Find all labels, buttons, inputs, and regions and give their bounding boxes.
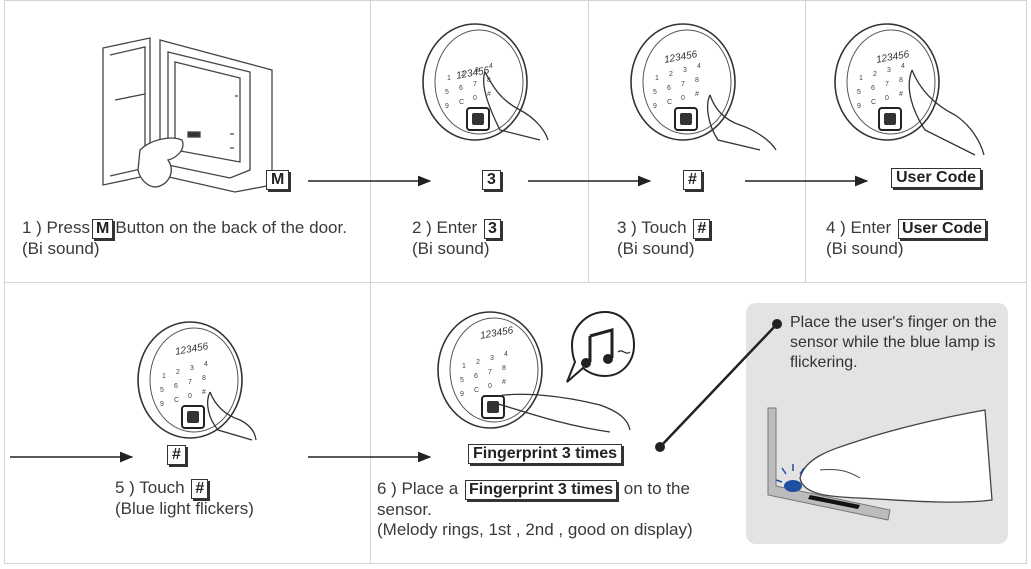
keypad-key-label: 8 <box>502 365 506 372</box>
keypad-illustration-6 <box>437 311 631 433</box>
keypad-key-label: 4 <box>489 63 493 70</box>
music-note-icon <box>566 310 636 383</box>
col-divider-3 <box>805 0 806 282</box>
keypad-key-label: 1 <box>655 75 659 82</box>
finger-sensor-illustration <box>767 407 993 521</box>
callout-key-3: 3 <box>482 170 501 190</box>
keypad-key-label: # <box>899 91 903 98</box>
keypad-key-label: 7 <box>488 369 492 376</box>
keypad-key-label: 8 <box>487 77 491 84</box>
keypad-key-label: 3 <box>887 67 891 74</box>
step-5-text: 5 ) Touch # (Blue light flickers) <box>115 478 254 518</box>
keypad-key-label: 4 <box>504 351 508 358</box>
keypad-key-label: C <box>474 387 479 394</box>
keypad-key-label: 3 <box>490 355 494 362</box>
keypad-key-label: C <box>871 99 876 106</box>
keypad-key-label: # <box>695 91 699 98</box>
keypad-key-label: C <box>459 99 464 106</box>
keypad-key-label: 4 <box>901 63 905 70</box>
keypad-key-label: 6 <box>174 383 178 390</box>
keypad-key-label: 5 <box>857 89 861 96</box>
keypad-key-label: 7 <box>188 379 192 386</box>
keypad-key-label: 8 <box>202 375 206 382</box>
keypad-key-label: 1 <box>859 75 863 82</box>
keypad-key-label: # <box>487 91 491 98</box>
keypad-key-label: 5 <box>445 89 449 96</box>
keypad-key-label: C <box>667 99 672 106</box>
keypad-key-label: 0 <box>473 95 477 102</box>
keypad-key-label: 7 <box>681 81 685 88</box>
keypad-key-label: 2 <box>476 359 480 366</box>
step-2-text: 2 ) Enter 3 (Bi sound) <box>412 218 503 259</box>
keypad-key-label: 0 <box>188 393 192 400</box>
keypad-key-label: 1 <box>162 373 166 380</box>
step-3-text: 3 ) Touch # (Bi sound) <box>617 218 712 259</box>
keypad-key-label: 9 <box>160 401 164 408</box>
keypad-key-label: 9 <box>460 391 464 398</box>
keypad-key-label: 6 <box>474 373 478 380</box>
keypad-key-label: 1 <box>462 363 466 370</box>
keypad-key-label: 8 <box>695 77 699 84</box>
keypad-key-label: 6 <box>459 85 463 92</box>
keypad-key-label: 4 <box>204 361 208 368</box>
keypad-key-label: 1 <box>447 75 451 82</box>
keypad-key-label: 0 <box>885 95 889 102</box>
keypad-key-label: 6 <box>871 85 875 92</box>
step-4-text: 4 ) Enter User Code (Bi sound) <box>826 218 988 259</box>
tip-pointer-line <box>659 323 778 448</box>
step-6-text: 6 ) Place a Fingerprint 3 times on to th… <box>377 479 693 539</box>
keypad-key-label: 3 <box>683 67 687 74</box>
keypad-key-label: 8 <box>899 77 903 84</box>
keypad-key-label: 7 <box>885 81 889 88</box>
keypad-key-label: 5 <box>653 89 657 96</box>
border-top <box>4 0 1027 1</box>
keypad-key-label: 9 <box>653 103 657 110</box>
keypad-key-label: 2 <box>176 369 180 376</box>
border-bottom <box>4 563 1027 564</box>
callout-key-hash: # <box>683 170 702 190</box>
col-divider-2 <box>588 0 589 282</box>
keypad-key-label: 9 <box>445 103 449 110</box>
keypad-key-label: 5 <box>160 387 164 394</box>
tip-text: Place the user's finger on the sensor wh… <box>790 314 997 371</box>
row-divider <box>4 282 1027 283</box>
callout-key-hash-5: # <box>167 445 186 465</box>
callout-key-fingerprint: Fingerprint 3 times <box>468 444 623 464</box>
keypad-key-label: 6 <box>667 85 671 92</box>
safe-door-illustration <box>102 37 273 193</box>
keypad-illustration-5 <box>137 321 257 441</box>
keypad-key-label: 4 <box>697 63 701 70</box>
keypad-key-label: 7 <box>473 81 477 88</box>
keypad-key-label: 9 <box>857 103 861 110</box>
keypad-illustration-2 <box>422 23 549 141</box>
keypad-key-label: 3 <box>475 67 479 74</box>
keypad-key-label: 5 <box>460 377 464 384</box>
keypad-key-label: # <box>202 389 206 396</box>
keypad-key-label: C <box>174 397 179 404</box>
keypad-key-label: # <box>502 379 506 386</box>
keypad-key-label: 3 <box>190 365 194 372</box>
callout-key-usercode: User Code <box>891 168 982 188</box>
keypad-key-label: 2 <box>461 71 465 78</box>
callout-key-m: M <box>266 170 290 190</box>
col-divider-1 <box>370 0 371 564</box>
keypad-illustration-4 <box>834 23 985 156</box>
keypad-key-label: 0 <box>681 95 685 102</box>
keypad-illustration-3 <box>630 23 777 151</box>
keypad-key-label: 2 <box>873 71 877 78</box>
keypad-key-label: 0 <box>488 383 492 390</box>
keypad-key-label: 2 <box>669 71 673 78</box>
